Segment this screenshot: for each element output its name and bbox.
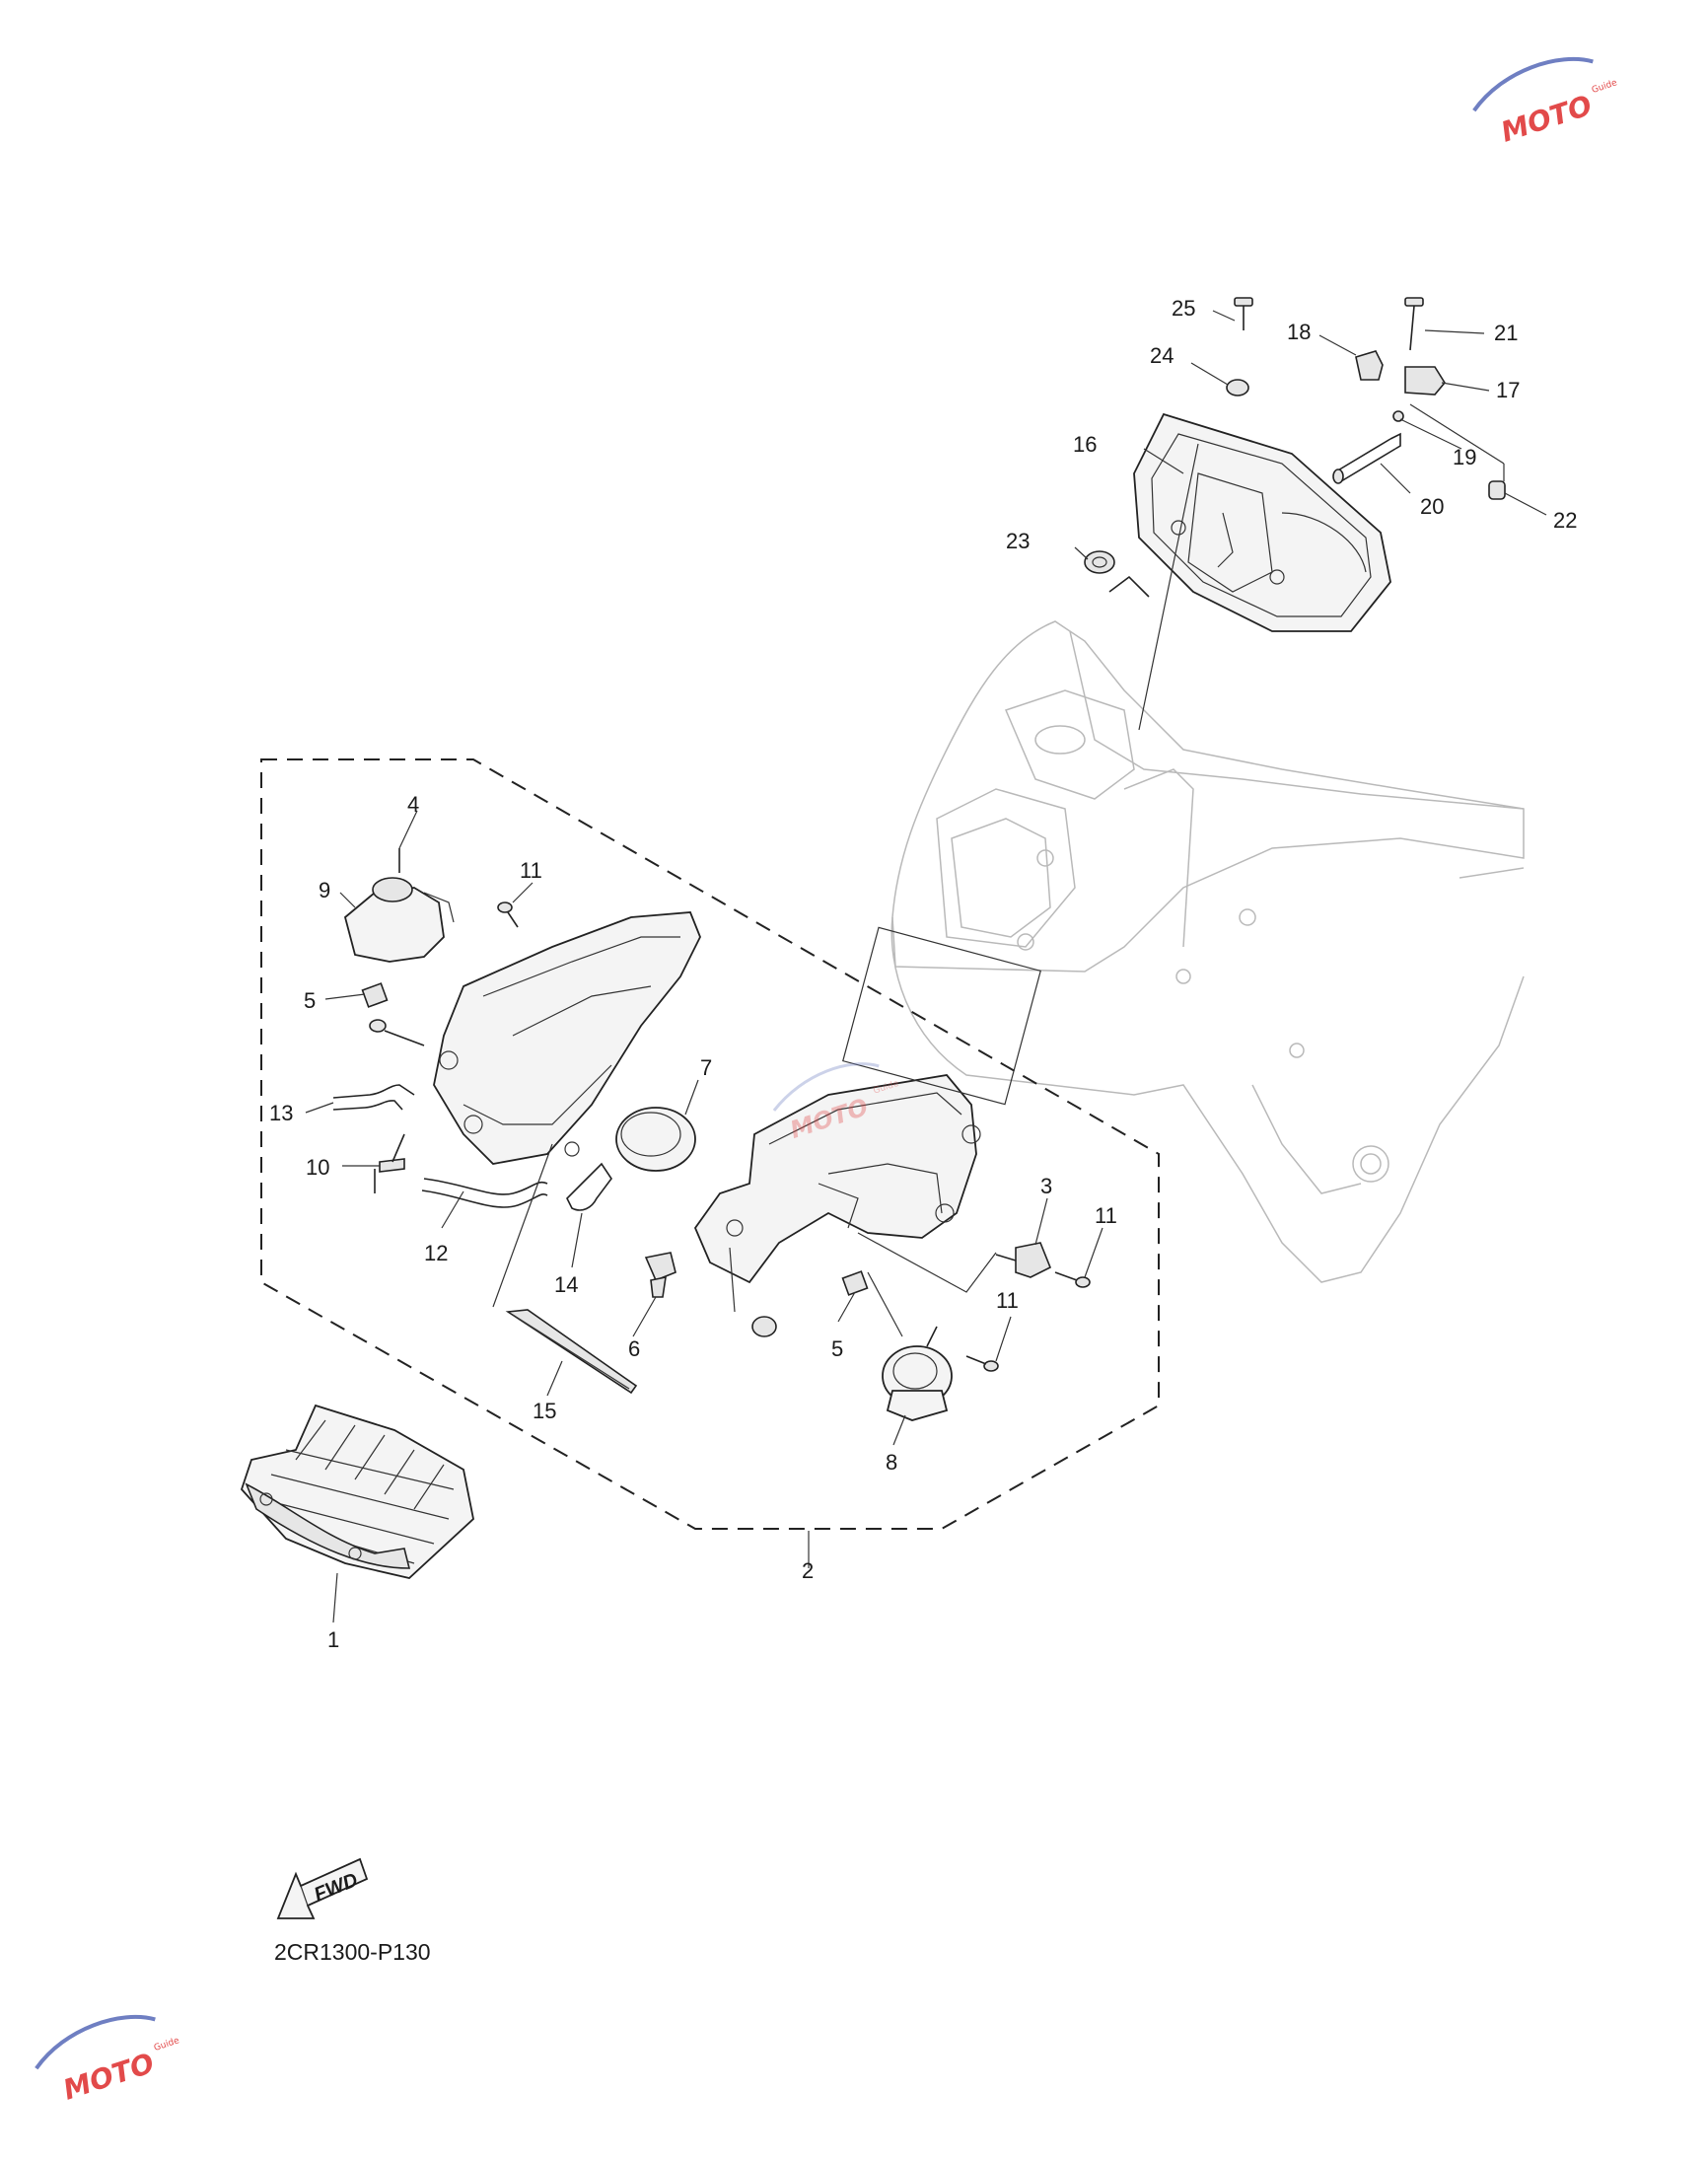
callout-21: 21 [1494,321,1519,345]
frame-outline [890,620,1525,1283]
callout-3: 3 [1040,1174,1053,1198]
callout-2: 2 [802,1558,815,1583]
part-16-housing [1108,412,1391,632]
watermark-logo-top: MOTO Guide [1472,56,1619,149]
callout-4: 4 [407,792,420,817]
callout-8: 8 [886,1450,898,1475]
svg-text:Guide: Guide [153,2036,181,2054]
callout-12: 12 [424,1241,449,1265]
callout-16: 16 [1073,432,1098,457]
left-duct-parts [332,848,701,1395]
callout-5b: 5 [831,1336,844,1361]
callout-11c: 11 [996,1288,1019,1313]
callout-1: 1 [327,1627,340,1652]
right-duct-parts [644,926,1091,1421]
callout-9: 9 [319,878,331,902]
callout-15: 15 [533,1399,557,1423]
assembly-boundary [260,758,1160,1530]
callout-10: 10 [306,1155,330,1180]
callout-19: 19 [1453,445,1477,469]
callout-14: 14 [554,1272,579,1297]
callout-20: 20 [1420,494,1445,519]
callout-17: 17 [1496,378,1521,402]
callout-13: 13 [269,1101,294,1125]
callout-25: 25 [1172,296,1196,321]
svg-text:MOTO: MOTO [59,2047,158,2107]
callout-18: 18 [1287,320,1312,344]
callout-7: 7 [700,1055,713,1080]
fwd-arrow-icon: FWD [276,1857,369,1919]
parts-17-25 [1084,297,1506,731]
callout-6: 6 [628,1336,641,1361]
callout-22: 22 [1553,508,1578,533]
svg-text:Guide: Guide [1591,78,1619,96]
callout-5a: 5 [304,988,317,1013]
svg-text:MOTO: MOTO [1497,89,1596,149]
callout-24: 24 [1150,343,1174,368]
part-1-mesh-grille [240,1404,474,1579]
callout-11b: 11 [1095,1203,1117,1228]
callout-23: 23 [1006,529,1031,553]
diagram-code: 2CR1300-P130 [274,1939,431,1965]
watermark-logo-bottom: MOTO Guide [35,2014,181,2107]
leader-lines [305,310,1547,1623]
callout-11a: 11 [520,858,542,883]
